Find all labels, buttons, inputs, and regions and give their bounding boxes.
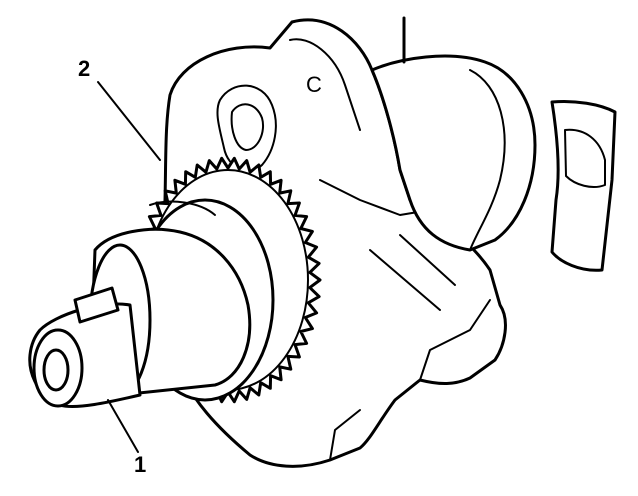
main-journal <box>370 16 537 252</box>
callout-2-label: 2 <box>78 56 90 81</box>
crankpin-fragment <box>550 100 617 272</box>
callout-1: 1 <box>107 399 146 477</box>
callout-1-leader <box>107 399 139 453</box>
crankshaft-nose <box>28 227 252 409</box>
woodruff-key <box>73 286 120 324</box>
nose-bore <box>42 348 70 392</box>
callout-2-leader <box>97 81 161 161</box>
callout-2: 2 <box>78 56 161 161</box>
web-marking-letter: C <box>306 72 322 97</box>
callout-1-label: 1 <box>134 452 146 477</box>
